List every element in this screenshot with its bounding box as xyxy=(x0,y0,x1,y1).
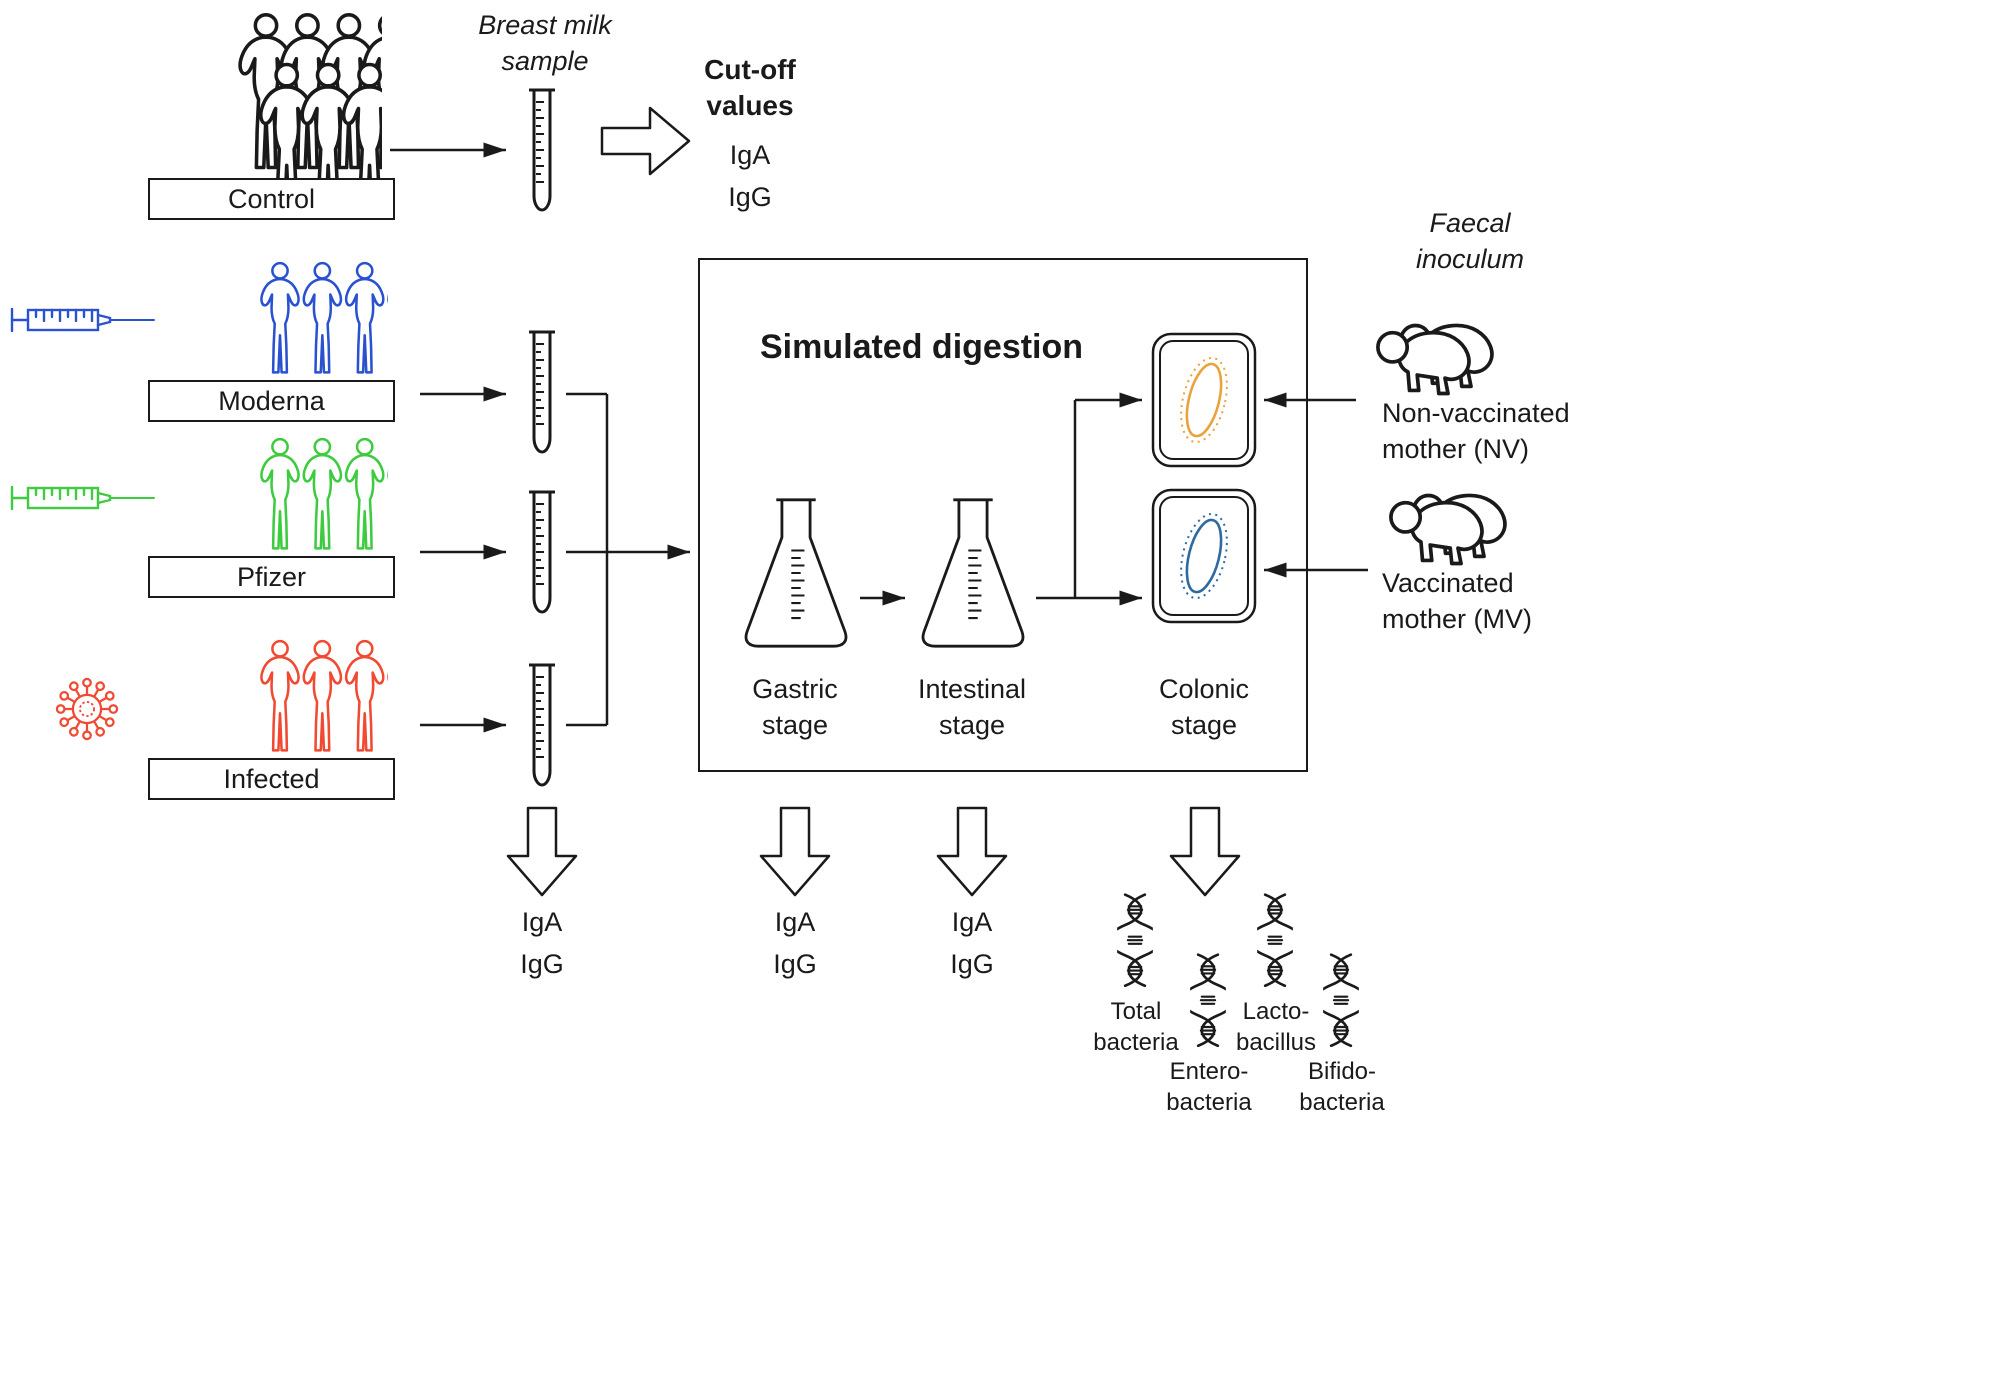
lacto-bacillus-dna-icon xyxy=(1252,892,1298,992)
intestinal-output-antibodies: IgA IgG xyxy=(927,902,1017,986)
faecal-inoculum-label: Faecal inoculum xyxy=(1415,208,1525,274)
intestinal-flask-icon xyxy=(912,492,1034,654)
milk-output-arrow-icon xyxy=(504,806,580,898)
nv-mother-label: Non-vaccinated mother (NV) xyxy=(1382,398,1570,464)
gastric-igg: IgG xyxy=(773,948,817,979)
simulated-digestion-box xyxy=(698,258,1308,772)
cutoff-block: Cut-off values IgA IgG xyxy=(650,52,850,218)
entero-bacteria-label: Entero- bacteria xyxy=(1166,1058,1252,1117)
pfizer-label-box: Pfizer xyxy=(148,556,395,598)
total-bacteria-label: Total bacteria xyxy=(1093,998,1179,1057)
milk-igg: IgG xyxy=(520,948,564,979)
lacto-bacillus-label: Lacto- bacillus xyxy=(1235,998,1317,1057)
intestinal-output-arrow-icon xyxy=(934,806,1010,898)
intestinal-iga: IgA xyxy=(951,907,993,937)
control-group-figures xyxy=(150,12,382,178)
pfizer-group-figures xyxy=(172,437,388,556)
colonic-output-arrow-icon xyxy=(1167,806,1243,898)
gastric-output-antibodies: IgA IgG xyxy=(750,902,840,986)
infected-group-figures xyxy=(172,639,388,758)
cutoff-iga: IgA xyxy=(729,139,771,170)
milk-iga: IgA xyxy=(521,907,563,937)
moderna-label: Moderna xyxy=(218,385,325,416)
pfizer-label: Pfizer xyxy=(236,561,307,592)
nv-babies-icon xyxy=(1362,312,1494,396)
gastric-output-arrow-icon xyxy=(757,806,833,898)
cutoff-title: Cut-off values xyxy=(704,54,796,122)
intestinal-stage-label: Intestinal stage xyxy=(917,674,1027,740)
breast-milk-sample-label: Breast milk sample xyxy=(478,10,612,76)
nv-colonic-vessel-icon xyxy=(1150,331,1258,469)
infected-milk-tube-icon xyxy=(520,655,564,795)
pfizer-milk-tube-icon xyxy=(520,482,564,622)
gastric-flask-icon xyxy=(735,492,857,654)
mv-colonic-vessel-icon xyxy=(1150,487,1258,625)
bifido-bacteria-label: Bifido- bacteria xyxy=(1299,1058,1385,1117)
milk-output-antibodies: IgA IgG xyxy=(497,902,587,986)
simulated-digestion-title: Simulated digestion xyxy=(760,328,1084,366)
cutoff-igg: IgG xyxy=(728,181,772,212)
bifido-bacteria-dna-icon xyxy=(1318,952,1364,1052)
infected-label: Infected xyxy=(223,763,320,794)
moderna-milk-tube-icon xyxy=(520,322,564,462)
virus-icon xyxy=(40,662,134,756)
moderna-label-box: Moderna xyxy=(148,380,395,422)
intestinal-igg: IgG xyxy=(950,948,994,979)
pfizer-syringe-icon xyxy=(8,476,158,520)
colonic-stage-label: Colonic stage xyxy=(1158,674,1250,740)
infected-label-box: Infected xyxy=(148,758,395,800)
control-label: Control xyxy=(227,183,316,214)
gastric-stage-label: Gastric stage xyxy=(752,674,838,740)
moderna-syringe-icon xyxy=(8,298,158,342)
total-bacteria-dna-icon xyxy=(1112,892,1158,992)
control-milk-tube-icon xyxy=(520,80,564,220)
moderna-group-figures xyxy=(172,261,388,380)
mv-babies-icon xyxy=(1375,482,1507,566)
mv-mother-label: Vaccinated mother (MV) xyxy=(1382,568,1533,634)
control-label-box: Control xyxy=(148,178,395,220)
gastric-iga: IgA xyxy=(774,907,816,937)
